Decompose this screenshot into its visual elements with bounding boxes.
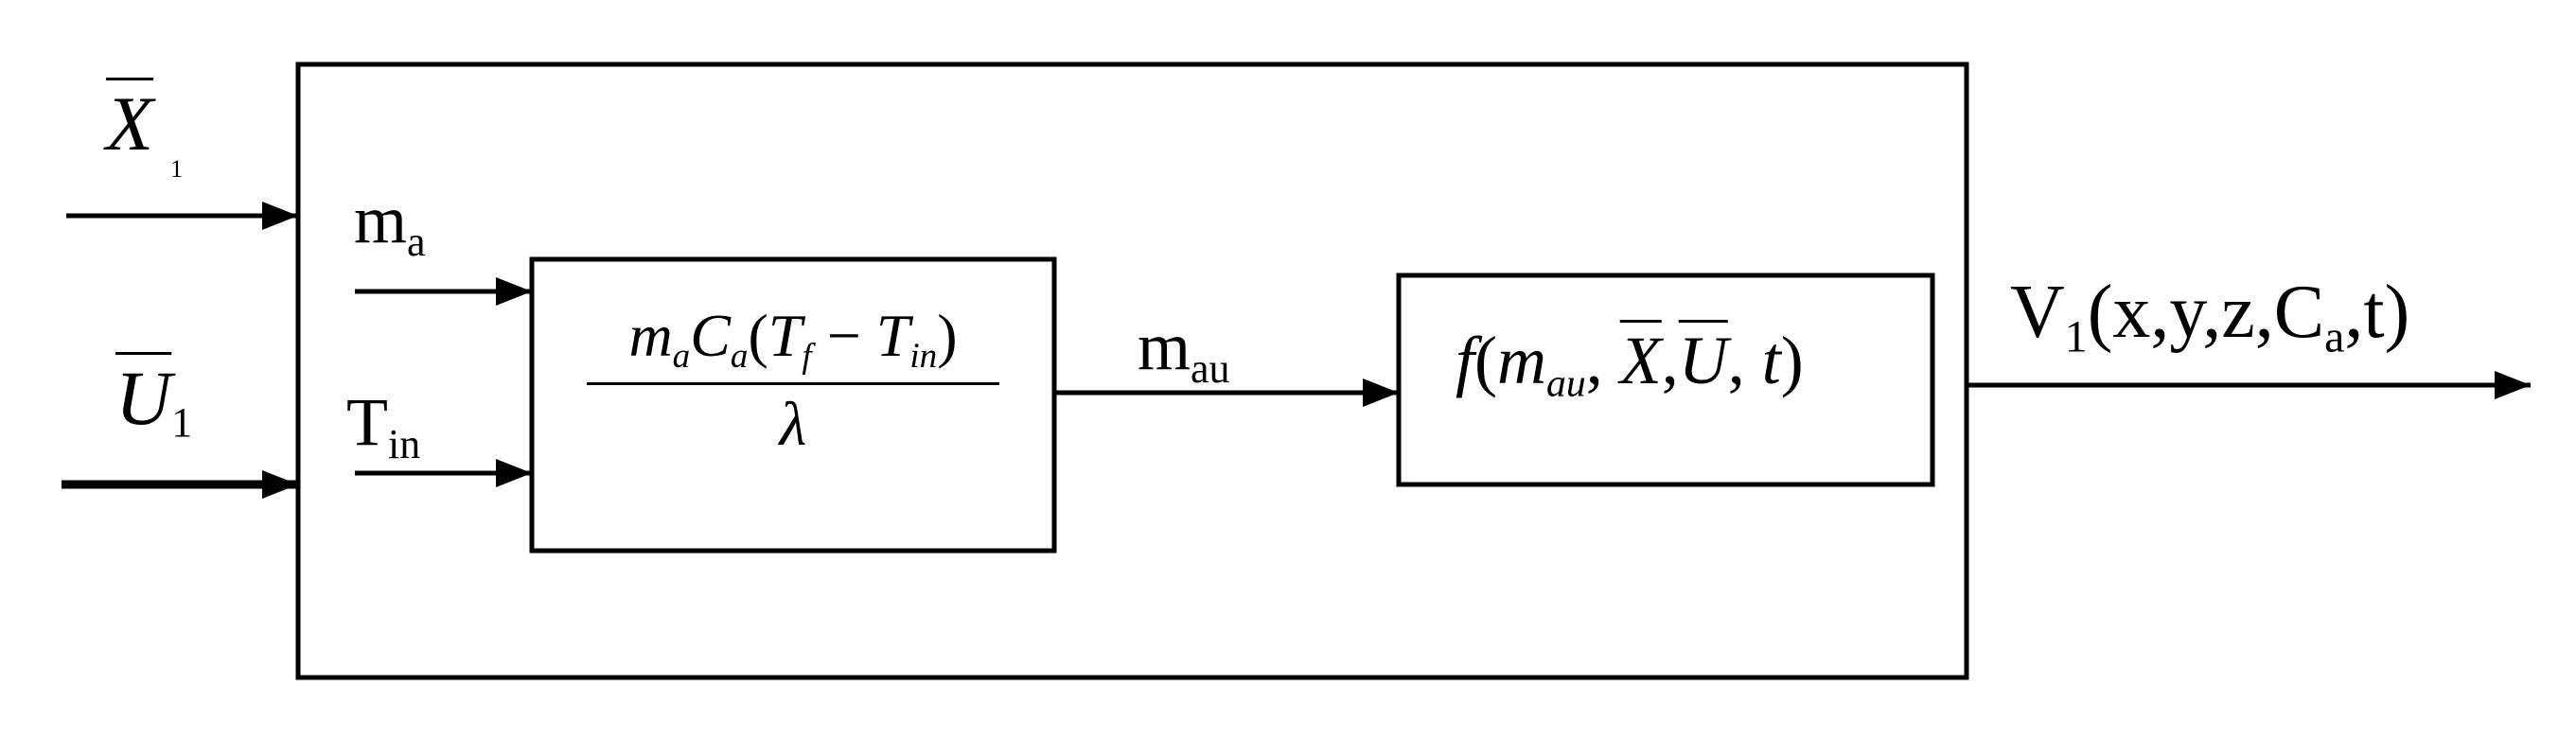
energy-block bbox=[529, 256, 1057, 554]
label-u1: U1 bbox=[115, 355, 193, 447]
energy-formula: maCa(Tf − Tin) λ bbox=[587, 301, 999, 461]
label-ma: ma bbox=[354, 182, 426, 266]
outer-system-block bbox=[295, 62, 1969, 680]
label-x1: X1 bbox=[106, 80, 184, 183]
energy-formula-denominator: λ bbox=[779, 389, 807, 459]
label-mau: mau bbox=[1138, 308, 1230, 393]
function-block bbox=[1396, 273, 1935, 487]
energy-formula-numerator: maCa(Tf − Tin) bbox=[628, 302, 958, 376]
label-v1: V1(x,y,z,Ca,t) bbox=[2010, 271, 2410, 362]
function-formula: f(mau, X,U, t) bbox=[1456, 323, 1804, 406]
label-tin: Tin bbox=[346, 384, 421, 468]
fraction-bar bbox=[587, 381, 999, 385]
